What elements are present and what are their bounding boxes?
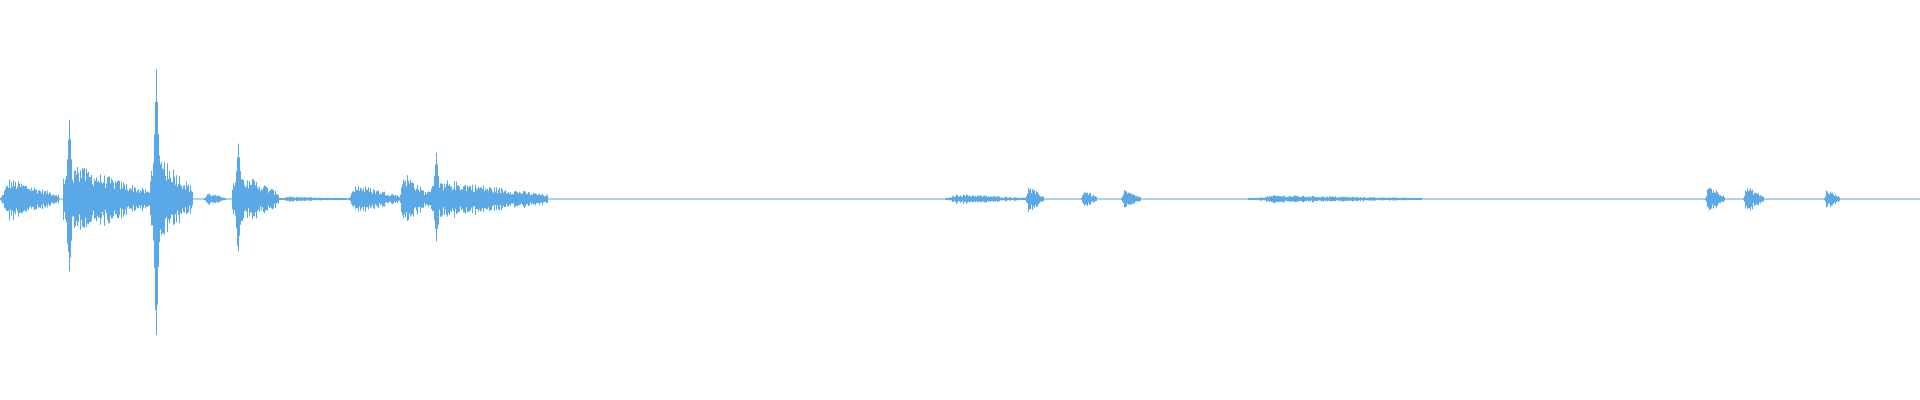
waveform-segment-burst-l (1081, 192, 1097, 207)
waveform-segment-burst-m (1121, 189, 1141, 208)
waveform-segment-burst-n (1248, 195, 1422, 204)
waveform-segment-burst-k (1025, 187, 1044, 212)
waveform-segment-burst-h (399, 175, 427, 221)
waveform-segment-burst-q (1824, 190, 1840, 208)
waveform-segment-burst-a (0, 179, 59, 221)
waveform-segment-burst-c (150, 69, 193, 335)
waveform-segment-burst-j (945, 194, 1026, 205)
waveform-segment-burst-p (1743, 188, 1764, 211)
waveform-segment-burst-b (63, 119, 151, 272)
waveform-segment-burst-g (348, 186, 400, 212)
waveform-segment-burst-d (204, 193, 226, 205)
waveform-bars (0, 69, 1840, 335)
waveform-segment-burst-e (232, 143, 279, 252)
waveform-segment-burst-o (1705, 187, 1725, 211)
waveform-segment-burst-f (278, 196, 347, 202)
waveform-segment-burst-i (426, 152, 548, 242)
